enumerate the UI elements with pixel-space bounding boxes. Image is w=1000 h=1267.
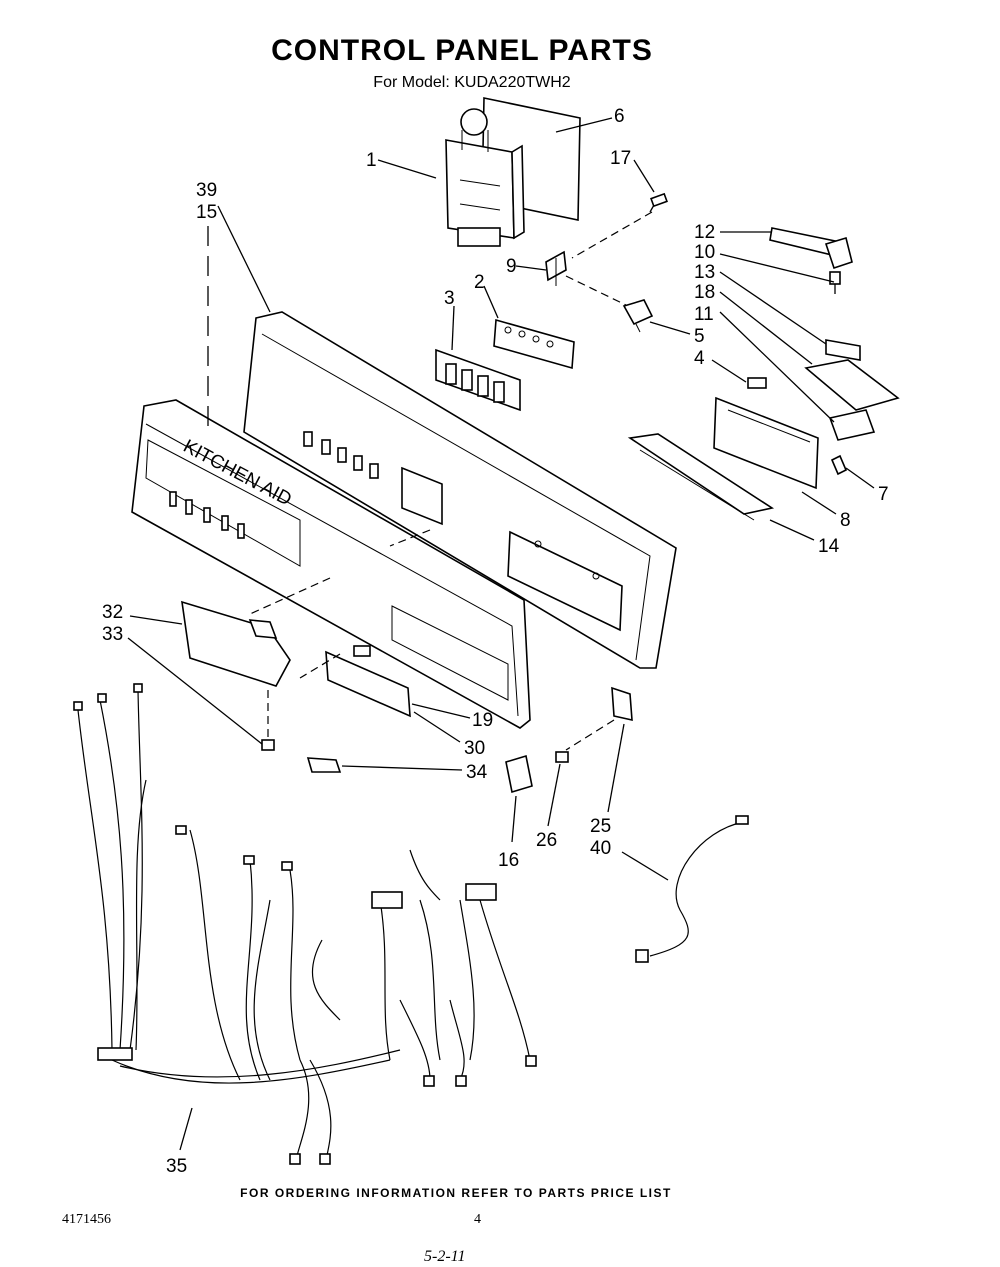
callout-15: 15 <box>196 202 217 223</box>
part-12-bracket <box>769 227 853 270</box>
part-1-timer <box>445 108 525 247</box>
callout-10: 10 <box>694 242 715 263</box>
callout-11: 11 <box>694 304 714 325</box>
document-number: 4171456 <box>62 1212 111 1227</box>
leader-lines <box>127 117 875 1151</box>
part-11-plate <box>828 409 876 441</box>
callout-numbers: 1 2 3 4 5 6 7 8 9 10 11 12 13 14 15 16 1… <box>102 106 889 1177</box>
part-4-screw <box>747 377 767 389</box>
handwritten-note: 5-2-11 <box>424 1248 466 1265</box>
ordering-info-footer: FOR ORDERING INFORMATION REFER TO PARTS … <box>240 1186 672 1200</box>
part-33-screw <box>261 690 275 751</box>
part-7-clip <box>830 454 848 476</box>
callout-9: 9 <box>506 256 517 277</box>
part-30-bracket <box>325 645 411 718</box>
callout-26: 26 <box>536 830 557 851</box>
part-9-bracket <box>545 250 567 286</box>
part-13-clip <box>825 339 861 361</box>
part-10-screw <box>829 271 841 294</box>
part-25-bracket <box>611 686 633 722</box>
callout-12: 12 <box>694 222 715 243</box>
callout-2: 2 <box>474 272 485 293</box>
callout-8: 8 <box>840 510 851 531</box>
callout-4: 4 <box>694 348 705 369</box>
page-title: CONTROL PANEL PARTS <box>271 34 653 67</box>
part-26-screw <box>555 751 569 763</box>
front-console-panel: KITCHEN AID <box>131 399 531 729</box>
callout-7: 7 <box>878 484 889 505</box>
callout-40: 40 <box>590 838 611 859</box>
part-14-rail <box>627 433 775 521</box>
callout-3: 3 <box>444 288 455 309</box>
callout-13: 13 <box>694 262 715 283</box>
callout-35: 35 <box>166 1156 187 1177</box>
page-number: 4 <box>474 1212 481 1227</box>
part-40-wire <box>635 815 749 963</box>
callout-6: 6 <box>614 106 625 127</box>
part-8-button-block <box>713 396 819 490</box>
callout-33: 33 <box>102 624 123 645</box>
callout-25: 25 <box>590 816 611 837</box>
callout-39: 39 <box>196 180 217 201</box>
callout-17: 17 <box>610 148 631 169</box>
part-3-switch-housing <box>435 348 521 412</box>
callout-19: 19 <box>472 710 493 731</box>
part-16-knob <box>505 754 533 794</box>
part-2-plate <box>493 318 575 370</box>
model-subtitle: For Model: KUDA220TWH2 <box>373 74 571 91</box>
callout-5: 5 <box>694 326 705 347</box>
part-34-clip <box>306 757 342 773</box>
part-18-board <box>804 359 900 411</box>
callout-30: 30 <box>464 738 485 759</box>
part-5-switch <box>622 299 654 333</box>
callout-18: 18 <box>694 282 715 303</box>
callout-34: 34 <box>466 762 488 783</box>
part-32-bracket <box>181 600 291 687</box>
callout-16: 16 <box>498 850 519 871</box>
rear-console-panel <box>243 311 677 669</box>
part-17-screw <box>649 192 668 213</box>
callout-1: 1 <box>366 150 377 171</box>
part-35-wire-harness <box>73 683 537 1165</box>
callout-14: 14 <box>818 536 840 557</box>
callout-32: 32 <box>102 602 123 623</box>
